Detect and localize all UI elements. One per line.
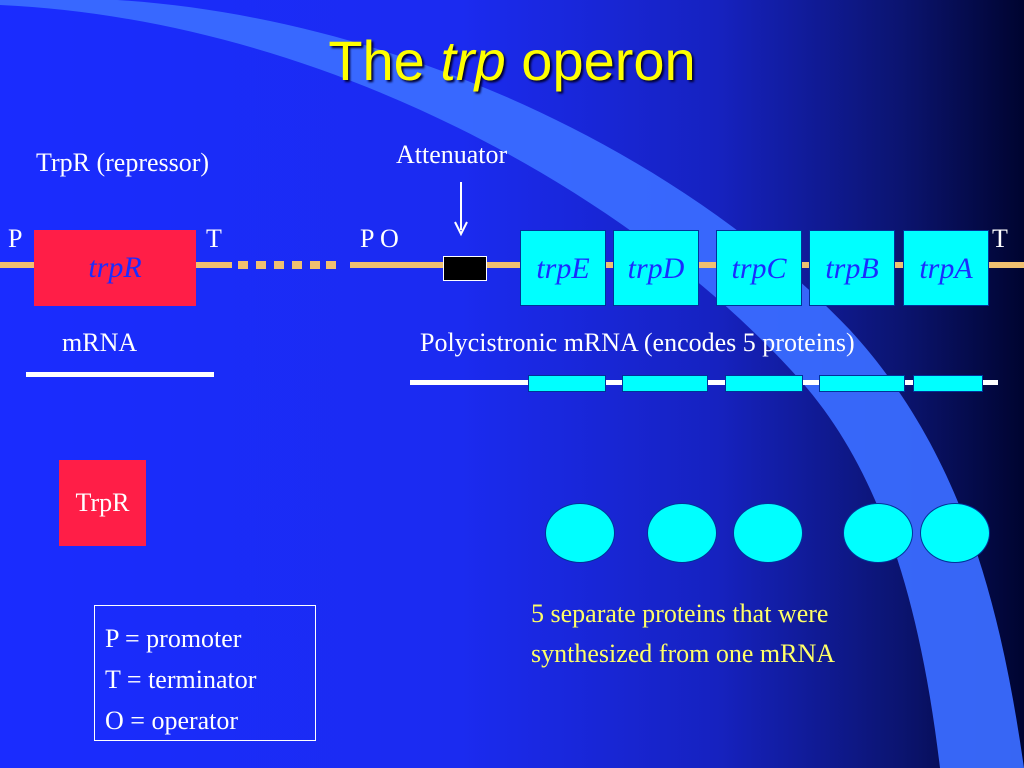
- protein-trpD: [647, 503, 717, 563]
- protein-trpB: [843, 503, 913, 563]
- gene-trpC: trpC: [716, 230, 802, 306]
- mrna-label: mRNA: [62, 328, 138, 357]
- mrna-segment-trpB: [819, 375, 905, 392]
- page-title: The trp operon: [328, 29, 696, 92]
- proteins-caption: 5 separate proteins that were synthesize…: [531, 594, 835, 674]
- trpR-protein: TrpR: [59, 460, 146, 546]
- proteins-caption-line2: synthesized from one mRNA: [531, 639, 836, 668]
- protein-trpA: [920, 503, 990, 563]
- mrna-segment-trpA: [913, 375, 983, 392]
- repressor-label: TrpR (repressor): [36, 148, 210, 177]
- legend-promoter: P = promoter: [105, 624, 242, 653]
- attenuator-label: Attenuator: [396, 140, 508, 169]
- proteins-caption-line1: 5 separate proteins that were: [531, 599, 829, 628]
- legend-operator: O = operator: [105, 706, 239, 735]
- legend-terminator: T = terminator: [105, 665, 257, 694]
- gene-trpE: trpE: [520, 230, 606, 306]
- gene-trpD: trpD: [613, 230, 699, 306]
- trpR-gene: trpR: [34, 230, 196, 306]
- attenuator-arrow: [454, 182, 468, 237]
- dna-gap-dots: [238, 261, 336, 269]
- gene-trpB: trpB: [809, 230, 895, 306]
- polycistronic-mrna-label: Polycistronic mRNA (encodes 5 proteins): [420, 328, 855, 357]
- mrna-segment-trpC: [725, 375, 803, 392]
- protein-trpC: [733, 503, 803, 563]
- terminator-left-label: T: [206, 224, 222, 253]
- promoter-operator-label: P O: [360, 224, 399, 253]
- mrna-segment-trpD: [622, 375, 708, 392]
- protein-trpE: [545, 503, 615, 563]
- attenuator-box: [443, 256, 487, 281]
- trpR-mrna-line: [26, 372, 214, 377]
- promoter-left-label: P: [8, 224, 23, 253]
- legend-box: P = promoter T = terminator O = operator: [94, 605, 316, 741]
- gene-trpA: trpA: [903, 230, 989, 306]
- mrna-segment-trpE: [528, 375, 606, 392]
- terminator-right-label: T: [992, 224, 1008, 253]
